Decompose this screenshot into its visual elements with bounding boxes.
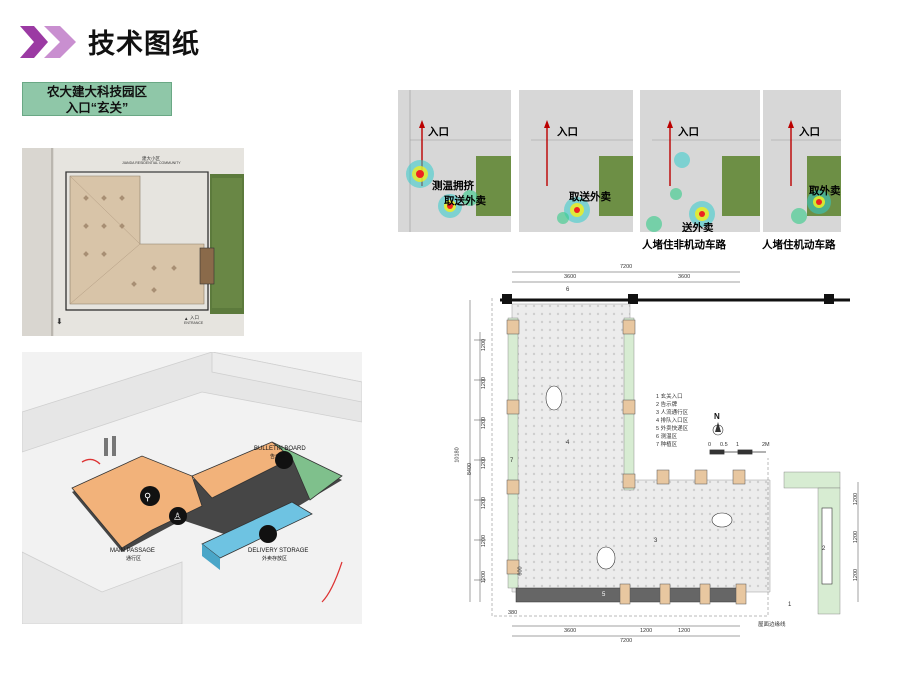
entrance-sub: ENTRANCE <box>184 321 204 325</box>
zone-label-3: 3 <box>654 538 658 544</box>
svg-text:▲: ▲ <box>184 316 188 321</box>
zone-label-6: 6 <box>566 287 570 293</box>
passage-label-en: MAIN PASSAGE <box>110 548 155 554</box>
heatmap-4: 入口 取外卖 <box>763 90 841 232</box>
section-tag-line1: 农大建大科技园区 <box>46 85 147 99</box>
dim-left-tick-5: 1200 <box>481 496 488 510</box>
heatmap-3-caption: 人堵住非机动车路 <box>642 239 726 251</box>
axon-drawing: ⚲ ♙ <box>22 352 362 624</box>
heatmap-2-label: 取送外卖 <box>569 191 611 203</box>
heatmap-1: 入口 测温拥挤 取送外卖 <box>398 90 511 232</box>
heatmap-1-label-b: 取送外卖 <box>444 195 486 207</box>
heatmap-1-entry: 入口 <box>428 126 449 138</box>
heatmap-3: 入口 送外卖 <box>640 90 760 232</box>
zone-label-7: 7 <box>510 458 514 464</box>
scale-tick-2m: 2M <box>762 442 770 448</box>
dim-bottom-total: 7200 <box>620 638 633 644</box>
section-tag-line2: 入口“玄关” <box>65 101 129 115</box>
site-plan-caption-sub: JIANDA RESIDENTIAL COMMUNITY <box>122 161 181 165</box>
floor-plan: 7200 3600 3600 3600 1200 1200 7200 10180… <box>450 262 870 646</box>
heatmap-4-caption: 人堵住机动车路 <box>762 239 836 251</box>
header-chevron-icon <box>20 26 76 58</box>
zone-label-4: 4 <box>566 440 570 446</box>
legend-item-6: 6 测温区 <box>656 434 678 440</box>
dim-left-small: 600 <box>517 566 524 576</box>
heatmap-2-drawing <box>519 90 633 232</box>
heatmap-2-entry: 入口 <box>557 126 578 138</box>
zone-label-1: 1 <box>788 602 792 608</box>
entrance-label: 入口 <box>190 315 199 320</box>
plan-legend: 1 玄关入口 2 告示牌 3 人流通行区 4 排队入口区 5 外卖快递区 6 测… <box>656 392 688 448</box>
dim-left-sub: 8400 <box>467 462 474 476</box>
heatmap-4-label: 取外卖 <box>809 185 841 197</box>
bulletin-label-cn: 告示牌 <box>270 454 286 460</box>
dim-right-tick-2: 1200 <box>853 530 860 544</box>
svg-text:♙: ♙ <box>173 512 182 523</box>
legend-item-5: 5 外卖快递区 <box>656 426 689 432</box>
dim-left-tick-7: 1200 <box>481 570 488 584</box>
dim-bottom-small: 380 <box>508 610 518 616</box>
bulletin-label-en: BULLETIN BOARD <box>254 446 306 452</box>
svg-text:⚲: ⚲ <box>144 492 151 503</box>
dim-bottom-b: 1200 <box>678 628 691 634</box>
dim-right-tick-1: 1200 <box>853 492 860 506</box>
svg-text:⬇: ⬇ <box>56 317 63 326</box>
dim-left-total: 10180 <box>454 447 461 463</box>
heatmap-3-label: 送外卖 <box>682 222 714 232</box>
site-plan-drawing: ⬇ ▲ <box>22 148 244 336</box>
heatmap-1-drawing <box>398 90 511 232</box>
dim-left-tick-3: 1200 <box>481 416 488 430</box>
dim-left-tick-4: 1200 <box>481 456 488 470</box>
heatmap-4-drawing <box>763 90 841 232</box>
dim-top-left: 3600 <box>564 274 577 280</box>
floor-plan-drawing <box>469 271 859 637</box>
dim-bottom-a: 1200 <box>640 628 653 634</box>
site-plan-caption: 建大小区 <box>142 156 160 161</box>
dim-top-total: 7200 <box>620 264 633 270</box>
legend-item-2: 2 告示牌 <box>656 402 678 408</box>
scale-tick-1: 1 <box>736 442 740 448</box>
zone-label-5: 5 <box>602 592 606 598</box>
heatmap-3-drawing <box>640 90 760 232</box>
delivery-label-cn: 外卖存放区 <box>262 556 288 562</box>
legend-item-3: 3 人流通行区 <box>656 410 689 416</box>
roof-edge-label: 屋面边缘线 <box>758 622 786 628</box>
dim-bottom-left: 3600 <box>564 628 577 634</box>
delivery-label-en: DELIVERY STORAGE <box>248 548 309 554</box>
dim-left-tick-6: 1200 <box>481 534 488 548</box>
dim-top-right: 3600 <box>678 274 691 280</box>
passage-label-cn: 通行区 <box>126 556 142 562</box>
section-tag: 农大建大科技园区 入口“玄关” <box>22 82 172 116</box>
axon-panel: ⚲ ♙ BULLETIN BOARD 告示牌 DELIVERY STORAGE … <box>22 352 362 624</box>
heatmap-1-label-a: 测温拥挤 <box>432 180 474 192</box>
site-plan-panel: ⬇ ▲ 建大小区 JIANDA RESIDENTIAL COMMUNITY 入口… <box>22 148 244 336</box>
north-arrow-icon: N <box>714 412 720 421</box>
heatmap-3-entry: 入口 <box>678 126 699 138</box>
scale-tick-0: 0 <box>708 442 712 448</box>
dim-right-tick-3: 1200 <box>853 568 860 582</box>
dim-left-tick-2: 1200 <box>481 376 488 390</box>
zone-label-2: 2 <box>822 546 826 552</box>
legend-item-4: 4 排队入口区 <box>656 418 689 424</box>
legend-item-7: 7 种植区 <box>656 442 678 448</box>
legend-item-1: 1 玄关入口 <box>656 394 683 400</box>
page-title: 技术图纸 <box>88 29 200 59</box>
dim-left-tick-1: 1200 <box>481 338 488 352</box>
heatmap-2: 入口 取送外卖 <box>519 90 633 232</box>
heatmap-4-entry: 入口 <box>799 126 820 138</box>
scale-tick-05: 0.5 <box>720 442 728 448</box>
